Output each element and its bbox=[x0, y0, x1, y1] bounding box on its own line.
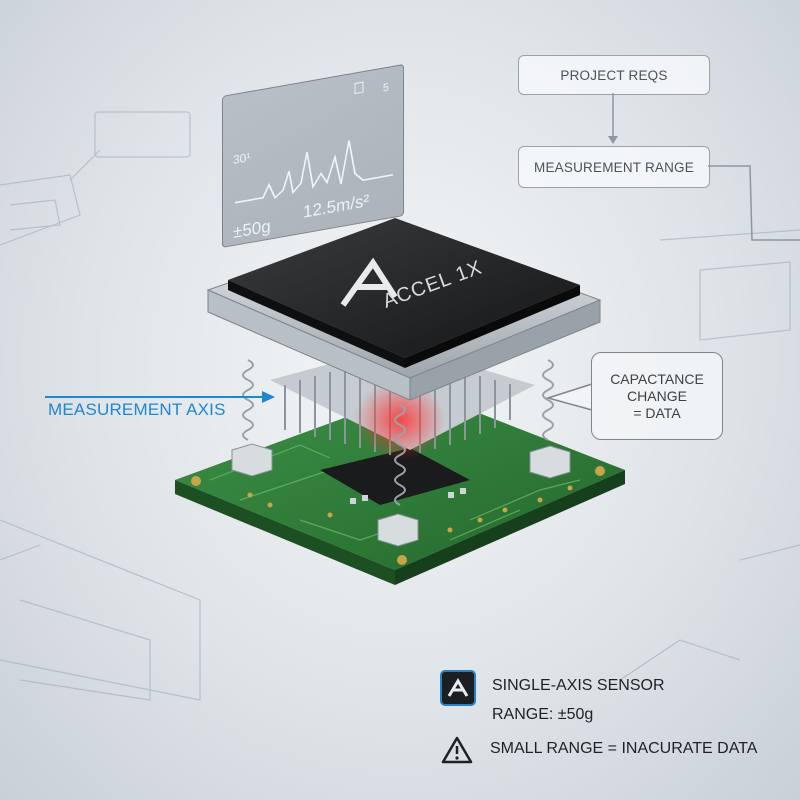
capacitance-callout: CAPACTANCE CHANGE = DATA bbox=[591, 352, 723, 440]
legend-range: RANGE: ±50g bbox=[492, 706, 594, 723]
legend-warning: SMALL RANGE = INACURATE DATA bbox=[490, 740, 758, 757]
callout-pointer bbox=[545, 383, 593, 411]
small-ic bbox=[320, 448, 470, 505]
sensor-logo-icon bbox=[440, 670, 476, 706]
callout-line-2: CHANGE bbox=[627, 387, 687, 404]
a-logo-icon bbox=[447, 678, 469, 697]
flow-connectors bbox=[608, 93, 800, 241]
accel-chip bbox=[206, 218, 602, 401]
flow-box-measurement-range: MEASUREMENT RANGE bbox=[518, 146, 710, 188]
measurement-axis-arrow bbox=[45, 391, 275, 403]
scope-waveform bbox=[235, 81, 393, 204]
callout-line-1: CAPACTANCE bbox=[610, 370, 704, 387]
sensor-glow bbox=[355, 380, 445, 460]
flow-box-label: PROJECT REQS bbox=[560, 67, 668, 83]
flow-box-label: MEASUREMENT RANGE bbox=[534, 159, 694, 175]
warning-icon bbox=[441, 736, 473, 764]
oscilloscope-display: 30¹ 5 ±50g 12.5m/s² bbox=[222, 63, 404, 248]
callout-line-3: = DATA bbox=[633, 404, 681, 421]
springs bbox=[242, 359, 554, 506]
measurement-axis-label: MEASUREMENT AXIS bbox=[48, 400, 226, 419]
spring-mounts bbox=[231, 443, 571, 547]
flow-box-project-reqs: PROJECT REQS bbox=[518, 55, 710, 95]
legend-sensor-type: SINGLE-AXIS SENSOR bbox=[492, 677, 665, 694]
chip-logo-icon bbox=[340, 257, 398, 307]
